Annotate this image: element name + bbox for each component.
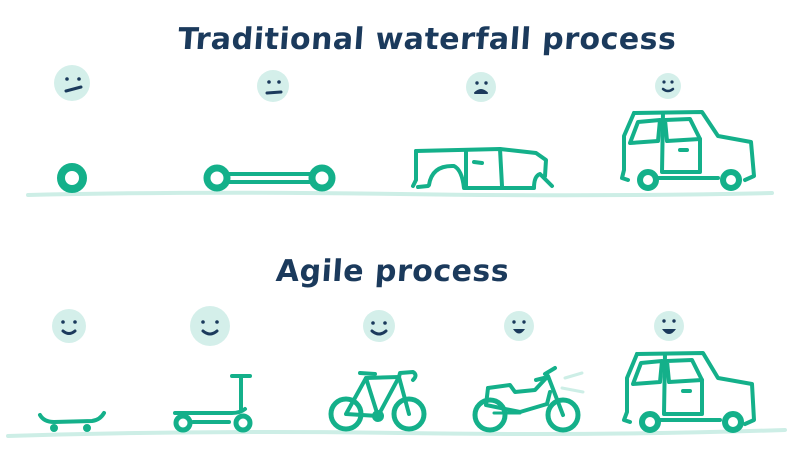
face-confused-icon <box>54 65 90 101</box>
face-neutral-icon <box>257 70 289 102</box>
motorcycle-icon <box>472 366 585 433</box>
face-smile-icon <box>52 309 86 343</box>
scooter-icon <box>173 374 253 433</box>
skateboard-icon <box>38 411 106 432</box>
bicycle-icon <box>328 370 427 432</box>
car-icon <box>620 110 756 191</box>
car-icon <box>622 351 756 433</box>
face-happy-icon <box>504 311 534 341</box>
waterfall-ground-line <box>26 190 774 198</box>
face-sad-icon <box>466 72 496 102</box>
face-slight-smile-icon <box>655 73 681 99</box>
face-smile-icon <box>190 306 230 346</box>
agile-ground-line <box>6 428 787 438</box>
car-body-icon <box>411 147 554 190</box>
wheel-icon <box>57 163 87 193</box>
face-very-happy-icon <box>654 311 684 341</box>
face-smile-icon <box>363 310 395 342</box>
axle-icon <box>203 164 336 192</box>
